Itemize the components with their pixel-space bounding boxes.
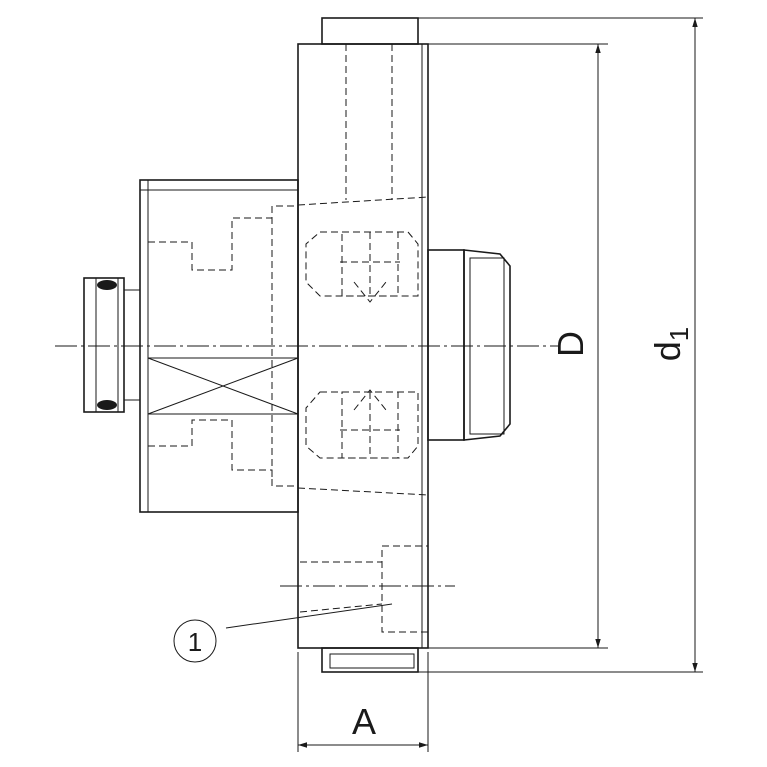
label-d1: d1 [647, 327, 694, 362]
dimension-A [297, 652, 429, 752]
bottom-ring [321, 647, 419, 673]
label-d1-subscript: 1 [664, 327, 694, 341]
callout-1-label: 1 [188, 627, 202, 657]
lower-jaw [305, 389, 419, 459]
left-plug [83, 277, 140, 413]
upper-jaw [305, 231, 419, 303]
top-ring [321, 17, 419, 45]
dimension-D [428, 43, 608, 649]
knurled-nut [427, 249, 511, 441]
label-A: A [352, 701, 376, 742]
callout-1 [173, 603, 393, 663]
dimension-d1 [418, 17, 703, 673]
label-D: D [550, 331, 591, 357]
